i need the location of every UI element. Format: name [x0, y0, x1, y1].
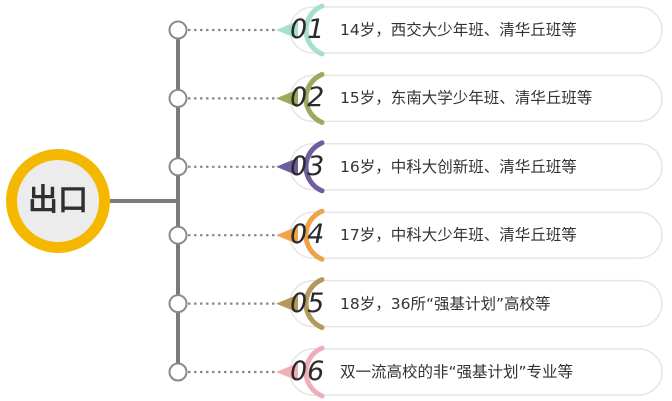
item-number: 03	[290, 150, 325, 182]
center-circle-inner	[17, 160, 99, 242]
item-pointer	[276, 157, 298, 176]
item-label: 15岁，东南大学少年班、清华丘班等	[340, 89, 593, 108]
item-pointer	[276, 226, 298, 245]
item-node	[168, 20, 188, 40]
item-pointer	[276, 294, 298, 313]
item-node	[168, 157, 188, 177]
item-accent-arc	[303, 71, 325, 125]
item-number: 05	[290, 287, 325, 319]
item-accent-arc	[303, 3, 325, 57]
item-pointer	[276, 21, 298, 39]
item-number: 02	[290, 82, 325, 114]
item-number: 01	[290, 14, 325, 45]
item-pointer	[276, 363, 298, 381]
item-label: 18岁，36所“强基计划”高校等	[340, 294, 551, 313]
item-accent-arc	[303, 345, 325, 399]
center-label: 出口	[28, 183, 88, 218]
item-node	[168, 294, 188, 314]
item-accent-arc	[303, 208, 325, 262]
item-number: 04	[290, 219, 325, 251]
item-pointer	[276, 89, 298, 108]
item-number: 06	[290, 356, 325, 387]
item-label: 14岁，西交大少年班、清华丘班等	[340, 21, 577, 39]
item-label: 16岁，中科大创新班、清华丘班等	[340, 157, 577, 176]
item-accent-arc	[303, 140, 325, 194]
item-node	[168, 225, 188, 245]
item-node	[168, 362, 188, 382]
item-label: 17岁，中科大少年班、清华丘班等	[340, 226, 577, 245]
item-accent-arc	[303, 277, 325, 331]
item-label: 双一流高校的非“强基计划”专业等	[340, 363, 574, 381]
item-node	[168, 88, 188, 108]
